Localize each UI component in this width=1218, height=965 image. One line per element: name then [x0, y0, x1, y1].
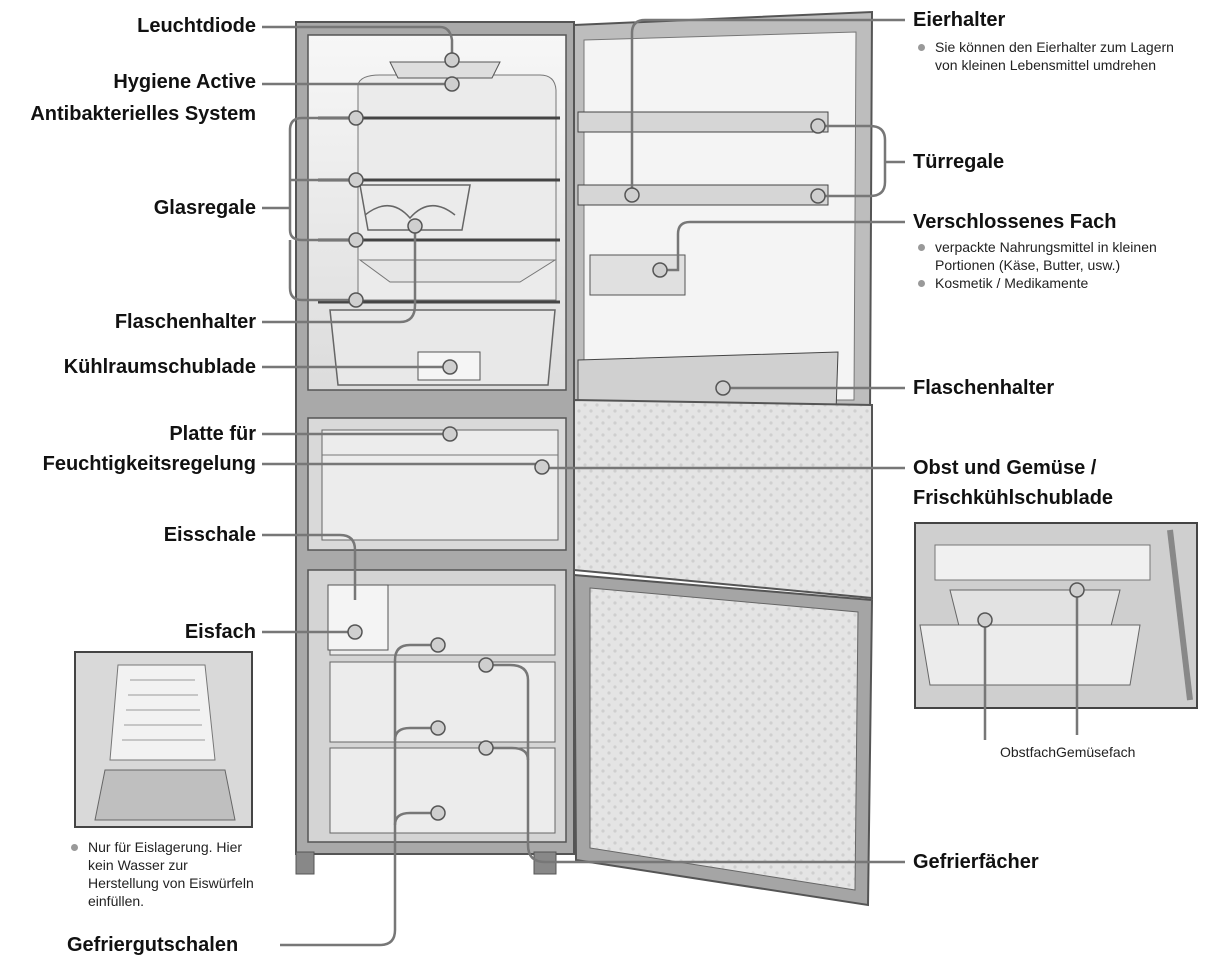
label-glasregale: Glasregale	[153, 197, 256, 219]
note-eisfach-item: Nur für Eislagerung. Hier kein Wasser zu…	[66, 838, 256, 910]
freezer-door	[572, 573, 874, 907]
note-verschlossenes-fach-item-1: verpackte Nahrungsmittel in kleinen Port…	[913, 238, 1183, 274]
label-tuerregale: Türregale	[913, 151, 1005, 173]
label-platte-fuer: Platte für	[169, 423, 256, 445]
label-eisschale: Eisschale	[163, 524, 256, 546]
middle-door	[573, 398, 873, 600]
label-eisfach: Eisfach	[184, 621, 256, 643]
drawer-inset	[914, 522, 1198, 709]
inset-caption: ObstfachGemüsefach	[1000, 744, 1136, 760]
label-kuehlraumschublade: Kühlraumschublade	[63, 356, 256, 378]
label-frischkuehlschublade: Frischkühlschublade	[913, 487, 1114, 509]
label-eierhalter: Eierhalter	[913, 9, 1006, 31]
label-verschlossenes-fach: Verschlossenes Fach	[913, 211, 1117, 233]
marker-dots	[347, 52, 1085, 821]
eisfach-inset	[74, 651, 253, 828]
note-eisfach: Nur für Eislagerung. Hier kein Wasser zu…	[66, 838, 256, 910]
label-leuchtdiode: Leuchtdiode	[137, 15, 256, 37]
fridge-door	[573, 10, 874, 416]
label-antibakterielles-system: Antibakterielles System	[30, 103, 256, 125]
label-gefrierfaecher: Gefrierfächer	[913, 851, 1039, 873]
note-verschlossenes-fach: verpackte Nahrungsmittel in kleinen Port…	[913, 238, 1183, 292]
note-eierhalter-item: Sie können den Eierhalter zum Lagern von…	[913, 38, 1183, 74]
leader-lines-right	[486, 18, 1079, 864]
note-eierhalter: Sie können den Eierhalter zum Lagern von…	[913, 38, 1183, 74]
label-flaschenhalter-right: Flaschenhalter	[913, 377, 1055, 399]
leader-lines-left	[262, 25, 542, 947]
label-obst-und-gemuese: Obst und Gemüse /	[913, 457, 1097, 479]
label-feuchtigkeitsregelung: Feuchtigkeitsregelung	[42, 453, 256, 475]
label-gefriergutschalen: Gefriergutschalen	[67, 934, 239, 956]
note-verschlossenes-fach-item-2: Kosmetik / Medikamente	[913, 274, 1183, 292]
label-flaschenhalter-left: Flaschenhalter	[114, 311, 256, 333]
label-hygiene-active: Hygiene Active	[113, 71, 256, 93]
fridge-body	[295, 21, 575, 875]
